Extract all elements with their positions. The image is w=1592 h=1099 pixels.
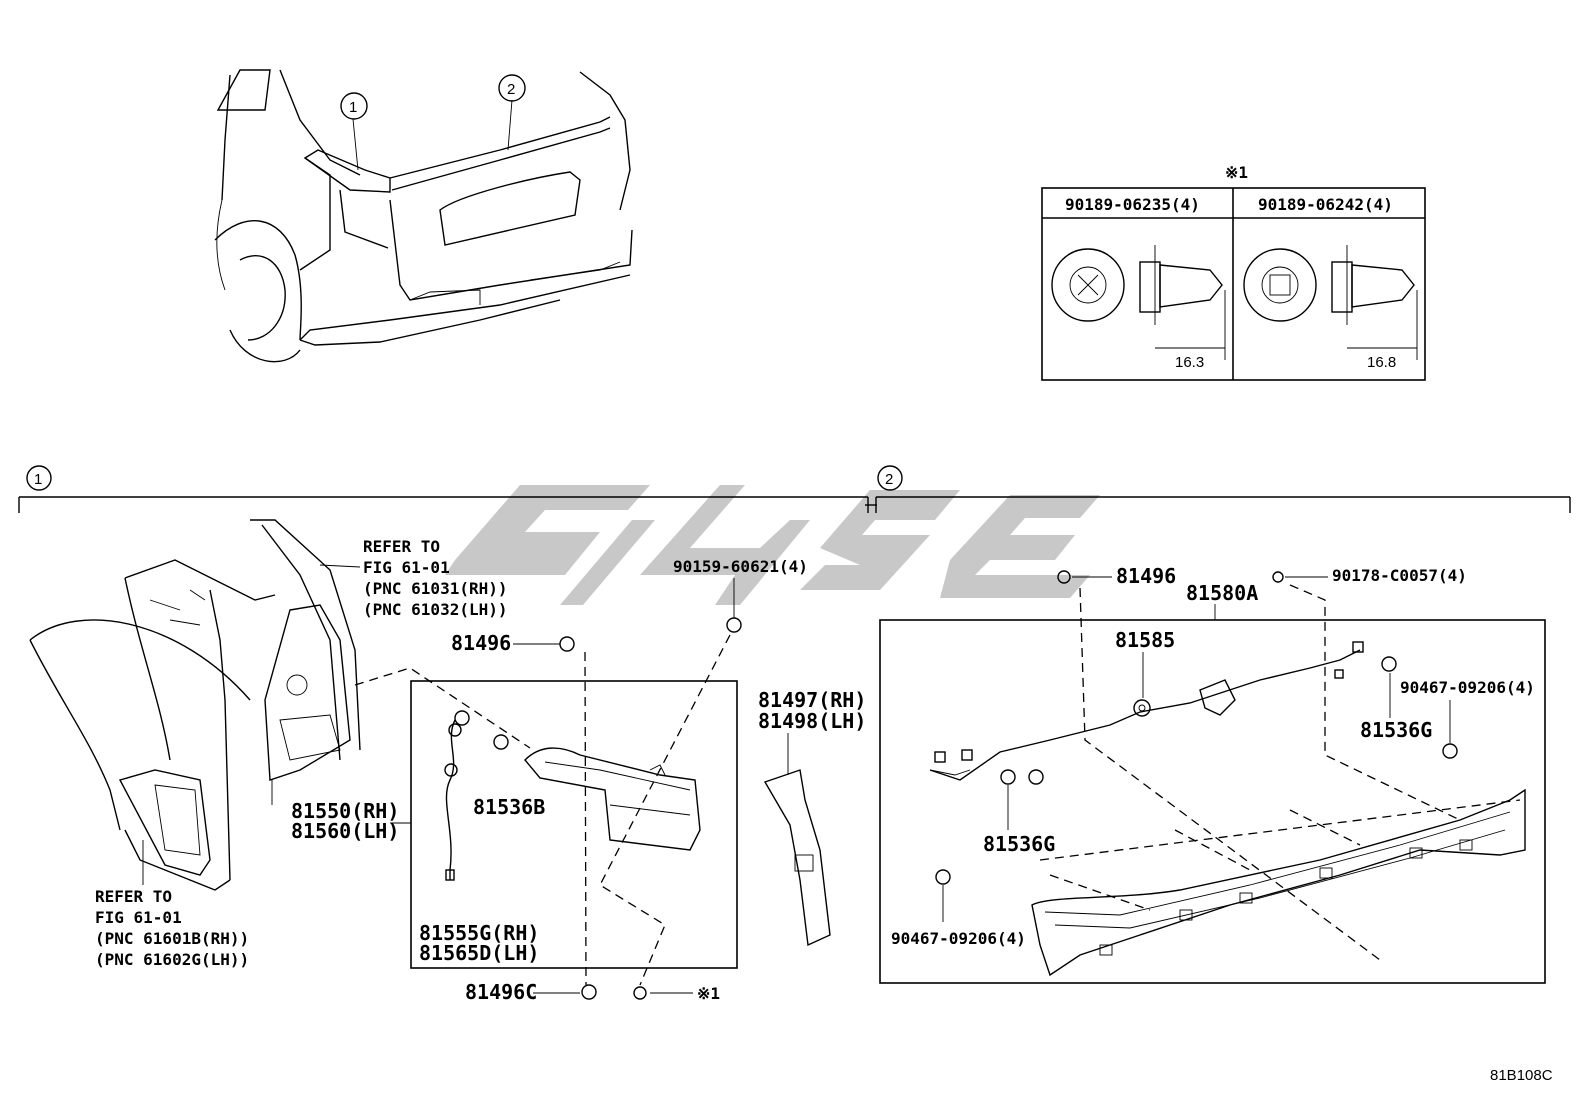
- label-90159: 90159-60621(4): [673, 557, 808, 576]
- tail-lamp-illustration: [524, 747, 701, 851]
- rear-spoiler-box: [879, 619, 1546, 984]
- refer-lower-line3: (PNC 61601B(RH)): [95, 929, 249, 948]
- label-90467-top: 90467-09206(4): [1400, 678, 1535, 697]
- clip-note-icon: [633, 986, 647, 1000]
- refer-lower-line4: (PNC 61602G(LH)): [95, 950, 249, 969]
- label-81580A: 81580A: [1186, 581, 1258, 605]
- label-81560: 81560(LH): [291, 819, 399, 843]
- refer-upper-line1: REFER TO: [363, 537, 440, 556]
- grommet-81496-left-icon: [559, 636, 575, 652]
- quarter-panel-illustration: [29, 559, 276, 891]
- clip-81536G-top-icon: [1381, 656, 1397, 672]
- table-note-mark: ※1: [1225, 163, 1248, 182]
- rear-spoiler-illustration: [1031, 788, 1526, 977]
- label-81536B: 81536B: [473, 795, 545, 819]
- refer-lower-line1: REFER TO: [95, 887, 172, 906]
- screw-90159-icon: [726, 617, 742, 633]
- label-90178: 90178-C0057(4): [1332, 566, 1467, 585]
- table-col1-part: 90189-06235(4): [1065, 195, 1200, 214]
- wire-harness-left: [444, 710, 470, 881]
- grommet-81496-right-icon: [1057, 570, 1071, 584]
- table-col2-dim: 16.8: [1367, 354, 1396, 371]
- clip-81536B-icon: [493, 734, 509, 750]
- tail-lamp-box: [410, 680, 738, 969]
- callout-2-section: 2: [885, 471, 893, 488]
- label-90467-bottom: 90467-09206(4): [891, 929, 1026, 948]
- label-81565D: 81565D(LH): [419, 941, 539, 965]
- callout-2-top: 2: [507, 81, 515, 98]
- refer-upper-line3: (PNC 61031(RH)): [363, 579, 508, 598]
- screw-90467-bottom-icon: [935, 869, 951, 885]
- label-81585: 81585: [1115, 628, 1175, 652]
- label-81496C: 81496C: [465, 980, 537, 1004]
- garnish-81497-illustration: [763, 769, 831, 947]
- screw-90467-top-icon: [1442, 743, 1458, 759]
- section-brackets: [18, 465, 1571, 513]
- callout-1-top: 1: [349, 99, 357, 116]
- refer-upper-line4: (PNC 61032(LH)): [363, 600, 508, 619]
- label-81496-left: 81496: [451, 631, 511, 655]
- inner-panel-illustration: [250, 519, 361, 805]
- label-81536G-top: 81536G: [1360, 718, 1432, 742]
- table-col1-dim: 16.3: [1175, 354, 1204, 371]
- clip-81536G-bottom-icon: [1000, 769, 1016, 785]
- label-81536G-bottom: 81536G: [983, 832, 1055, 856]
- label-81550: 81550(RH): [291, 799, 399, 823]
- label-81497: 81497(RH): [758, 688, 866, 712]
- label-81555G: 81555G(RH): [419, 921, 539, 945]
- wire-harness-right: [929, 641, 1364, 781]
- label-note-mark: ※1: [697, 984, 720, 1003]
- grommet-81496C-icon: [581, 984, 597, 1000]
- refer-upper-line2: FIG 61-01: [363, 558, 450, 577]
- clip-90178-icon: [1272, 571, 1284, 583]
- table-col2-part: 90189-06242(4): [1258, 195, 1393, 214]
- label-81496-right: 81496: [1116, 564, 1176, 588]
- label-81498: 81498(LH): [758, 709, 866, 733]
- car-rear-illustration: [214, 69, 633, 363]
- refer-lower-line2: FIG 61-01: [95, 908, 182, 927]
- watermark-logo: [445, 485, 1100, 605]
- figure-code: 81B108C: [1490, 1067, 1553, 1084]
- fastener-table: [1041, 187, 1426, 381]
- clip-pair-icon: [1028, 769, 1044, 785]
- callout-1-section: 1: [34, 471, 42, 488]
